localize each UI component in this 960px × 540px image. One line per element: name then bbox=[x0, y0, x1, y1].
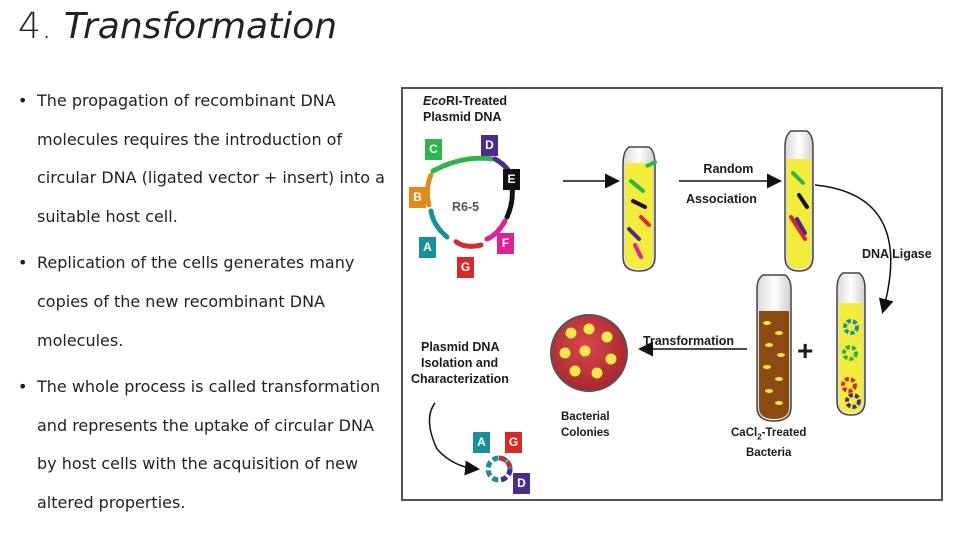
bullet-line: molecules. bbox=[37, 330, 124, 350]
slide-title: 4. Transformation bbox=[18, 6, 337, 47]
bullet-line: circular DNA (ligated vector + insert) i… bbox=[37, 168, 385, 188]
bullet-list: • The propagation of recombinant DNA mol… bbox=[18, 82, 396, 523]
segment-b-label: B bbox=[409, 187, 426, 208]
bullet-item: • The whole process is called transforma… bbox=[18, 368, 396, 522]
transformation-diagram: EcoRI-Treated Plasmid DNA R6-5 C D E B F… bbox=[401, 87, 943, 501]
isolation-line1: Plasmid DNA bbox=[421, 340, 500, 354]
colonies-line2: Colonies bbox=[561, 427, 610, 439]
bullet-item: • The propagation of recombinant DNA mol… bbox=[18, 82, 396, 236]
plasmid-name-label: R6-5 bbox=[452, 200, 480, 214]
bullet-line: and represents the uptake of circular DN… bbox=[37, 415, 374, 435]
tube-plasmids bbox=[836, 272, 866, 416]
random-association-label: Random Association bbox=[686, 161, 757, 207]
tube-fragments bbox=[622, 146, 658, 272]
isolation-label: Plasmid DNA Isolation and Characterizati… bbox=[411, 339, 509, 387]
tube-ligated bbox=[784, 130, 814, 272]
bullet-line: Replication of the cells generates many bbox=[37, 253, 355, 273]
cacl2-subscript: 2 bbox=[757, 432, 762, 442]
result-plasmid bbox=[485, 455, 513, 483]
segment-e-label: E bbox=[503, 169, 520, 190]
cacl2-label: CaCl2-Treated Bacteria bbox=[731, 425, 806, 461]
plasmid-title: EcoRI-Treated Plasmid DNA bbox=[423, 93, 507, 125]
bullet-line: by host cells with the acquisition of ne… bbox=[37, 454, 359, 474]
segment-f-label: F bbox=[497, 233, 514, 254]
plasmid-title-rest: RI-Treated bbox=[445, 94, 508, 108]
association-label: Association bbox=[686, 192, 757, 206]
random-label: Random bbox=[703, 162, 754, 176]
result-segment-a-label: A bbox=[473, 432, 490, 453]
plasmid-title-line2: Plasmid DNA bbox=[423, 110, 502, 124]
bullet-line: copies of the new recombinant DNA bbox=[37, 291, 325, 311]
colonies-line1: Bacterial bbox=[561, 411, 610, 423]
segment-d-label: D bbox=[481, 135, 498, 156]
title-number: 4. bbox=[18, 6, 53, 47]
isolation-line2: Isolation and bbox=[421, 356, 499, 370]
bacteria-label: Bacteria bbox=[746, 447, 792, 460]
bullet-dot: • bbox=[18, 91, 28, 110]
result-segment-g-label: G bbox=[505, 432, 522, 453]
bullet-line: The whole process is called transformati… bbox=[37, 377, 381, 397]
diagram-graphics bbox=[424, 130, 894, 483]
segment-g-label: G bbox=[457, 257, 474, 278]
petri-dish bbox=[550, 314, 628, 392]
bullet-line: The propagation of recombinant DNA bbox=[37, 91, 336, 110]
result-segment-d-label: D bbox=[513, 473, 530, 494]
cacl2-prefix: CaCl bbox=[731, 427, 758, 439]
plasmid-title-italic: Eco bbox=[423, 94, 446, 108]
isolation-line3: Characterization bbox=[411, 372, 509, 386]
bullet-dot: • bbox=[18, 377, 28, 397]
bullet-line: altered properties. bbox=[37, 492, 186, 512]
colonies-label: Bacterial Colonies bbox=[561, 409, 610, 441]
bullet-line: suitable host cell. bbox=[37, 206, 178, 226]
dna-ligase-label: DNA Ligase bbox=[862, 247, 932, 261]
transformation-label: Transformation bbox=[643, 334, 734, 348]
bullet-dot: • bbox=[18, 253, 28, 273]
segment-c-label: C bbox=[425, 139, 442, 160]
title-text: Transformation bbox=[63, 6, 338, 47]
tube-bacteria bbox=[756, 274, 792, 422]
bullet-line: molecules requires the introduction of bbox=[37, 129, 343, 149]
segment-a-label: A bbox=[419, 237, 436, 258]
plus-sign: + bbox=[797, 335, 814, 366]
bullet-item: • Replication of the cells generates man… bbox=[18, 244, 396, 360]
cacl2-suffix: -Treated bbox=[761, 427, 807, 439]
